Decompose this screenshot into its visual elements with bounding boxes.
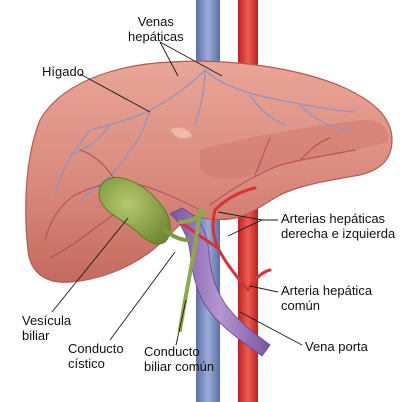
label-conducto-cistico-line1: Conducto [68,341,124,356]
label-conducto-biliar-comun-line1: Conducto [144,344,200,359]
label-vesicula-biliar-line2: biliar [22,328,50,343]
label-arteria-hepatica-comun-line1: Arteria hepática [281,283,373,298]
label-vesicula-biliar: Vesícula biliar [22,313,71,343]
label-vena-porta: Vena porta [305,339,368,354]
label-arterias-hepaticas: Arterias hepáticas derecha e izquierda [281,211,395,241]
label-higado: Hígado [42,64,84,79]
label-conducto-biliar-comun-line2: biliar común [144,359,215,374]
label-arterias-hepaticas-line2: derecha e izquierda [281,226,396,241]
liver [25,60,393,283]
cystic-duct [163,228,190,242]
label-venas-hepaticas-line2: hepáticas [128,29,184,44]
label-conducto-biliar-comun: Conducto biliar común [144,344,214,374]
label-venas-hepaticas-line1: Venas [137,14,174,29]
gallbladder [98,176,190,245]
label-arteria-hepatica-comun-line2: común [281,298,321,313]
hepatic-arteries [178,186,272,292]
label-venas-hepaticas: Venas hepáticas [128,14,184,44]
hepatic-vein-branches [54,69,356,201]
leader-lines [51,41,303,346]
label-arterias-hepaticas-line1: Arterias hepáticas [281,211,386,226]
label-conducto-cistico: Conducto cístico [68,341,124,371]
label-arteria-hepatica-comun: Arteria hepática común [281,283,372,313]
label-conducto-cistico-line2: cístico [68,356,105,371]
label-vesicula-biliar-line1: Vesícula [22,313,72,328]
